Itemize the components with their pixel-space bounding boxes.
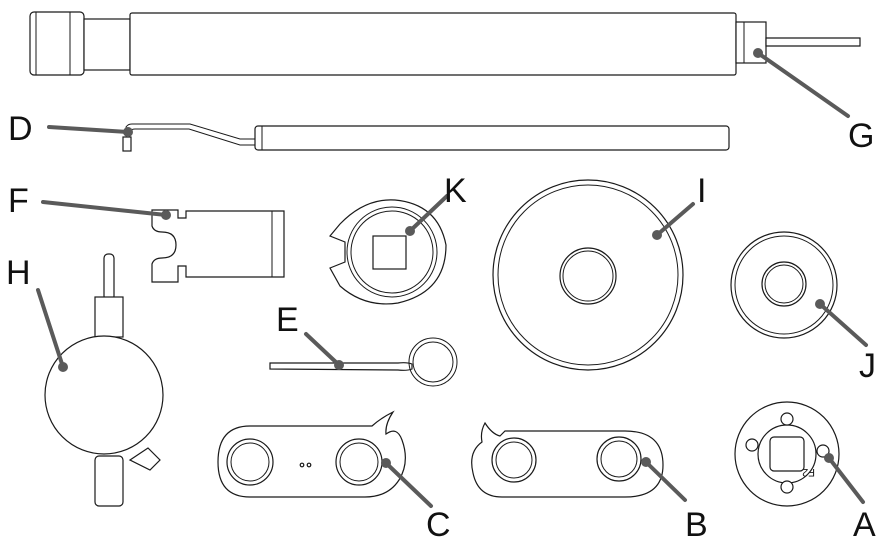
leader-j <box>820 304 866 345</box>
leader-k-dot <box>405 226 415 236</box>
label-f: F <box>8 182 29 220</box>
leader-g-dot <box>753 48 763 58</box>
leader-i-dot <box>652 230 662 240</box>
label-h: H <box>6 254 31 292</box>
leader-f-dot <box>161 210 171 220</box>
label-k: K <box>444 172 467 210</box>
label-b: B <box>685 506 708 538</box>
tool-c-link-plate <box>218 412 405 497</box>
label-j: J <box>859 347 876 385</box>
leader-a <box>829 458 863 502</box>
leader-c-dot <box>381 458 391 468</box>
part-a-marking: F2 <box>802 466 815 478</box>
label-g: G <box>848 117 874 155</box>
tool-d-pin-rod <box>123 124 729 151</box>
leader-a-dot <box>824 453 834 463</box>
tool-h-knob <box>45 254 163 506</box>
leader-h <box>38 290 63 367</box>
tool-g-long-bar <box>30 12 860 75</box>
leader-j-dot <box>815 299 825 309</box>
leader-f <box>43 202 166 215</box>
leader-b-dot <box>641 457 651 467</box>
leader-d <box>49 127 128 132</box>
leader-g <box>758 53 848 116</box>
leader-e-dot <box>334 360 344 370</box>
tool-b-link-plate <box>472 423 663 497</box>
tool-f-notched-block <box>152 210 284 282</box>
tool-i-large-disk <box>493 180 683 370</box>
label-c: C <box>426 506 451 538</box>
tool-j-washer <box>731 232 837 338</box>
label-i: I <box>697 172 706 210</box>
label-e: E <box>276 301 299 339</box>
tool-a-hub: F2 <box>735 402 839 506</box>
label-a: A <box>853 506 876 538</box>
label-d: D <box>8 110 33 148</box>
tool-e-ring-pin <box>270 338 457 386</box>
leader-d-dot <box>123 127 133 137</box>
leader-e <box>306 334 339 365</box>
leader-h-dot <box>58 362 68 372</box>
